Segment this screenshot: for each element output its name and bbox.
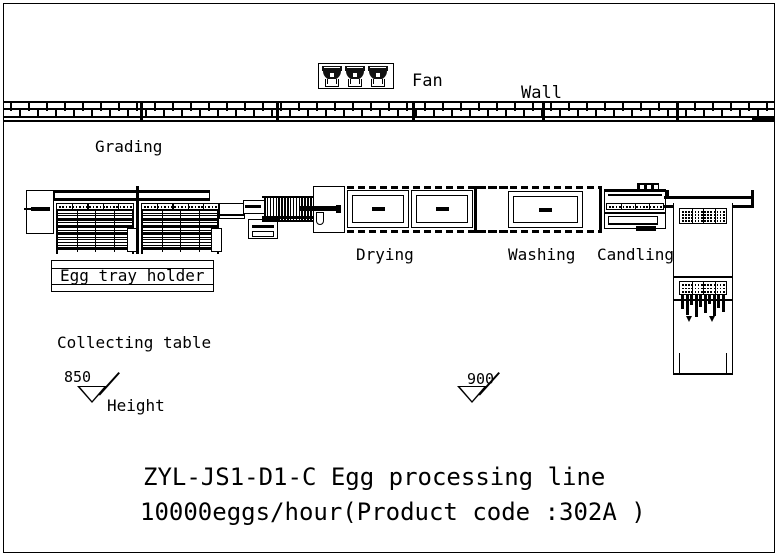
wall-seam — [676, 101, 679, 122]
label-wall: Wall — [521, 83, 562, 103]
label-candling: Candling — [597, 245, 675, 264]
height-value-left: 850 — [64, 368, 92, 386]
candling-lamp — [654, 184, 658, 189]
comb-belt — [262, 216, 314, 219]
egg-tray-stack — [143, 210, 217, 252]
washing-chamber — [508, 191, 583, 228]
label-fan: Fan — [412, 71, 443, 91]
grading-center-divider — [136, 186, 139, 254]
tray-post — [56, 210, 58, 254]
label-grading: Grading — [95, 137, 163, 156]
collecting-table-hangers — [681, 295, 725, 317]
machine-top-rail — [314, 186, 514, 189]
drying-inlet-hook — [316, 212, 324, 225]
transfer-block — [219, 203, 245, 219]
grading-cabinet-arm — [24, 208, 33, 210]
fan-icon — [345, 66, 365, 87]
height-triangle-icon — [457, 386, 487, 403]
grading-conveyor-band — [56, 203, 134, 210]
machine-bottom-rail — [314, 230, 514, 233]
title-line-1: ZYL-JS1-D1-C Egg processing line — [143, 463, 606, 491]
height-value-right: 900 — [467, 370, 495, 388]
drying-chamber — [411, 190, 473, 228]
label-height: Height — [107, 396, 165, 415]
flow-arrow-icon — [709, 316, 715, 322]
candling-top-plate — [604, 189, 666, 192]
collecting-table-band-lower — [679, 281, 727, 295]
collecting-table-foot — [673, 373, 733, 375]
comb-bottom-rail — [262, 220, 314, 222]
grading-top-rail — [54, 190, 210, 192]
transfer-line — [219, 214, 245, 216]
infeed-lower-slot — [252, 225, 274, 228]
flow-arrow-icon — [686, 316, 692, 322]
fan-assembly — [318, 63, 394, 89]
collecting-table-divider — [673, 276, 733, 278]
wall-seam — [542, 101, 545, 122]
label-drying: Drying — [356, 245, 414, 264]
collecting-table-divider-2 — [673, 299, 733, 301]
washing-bottom-rail — [477, 230, 601, 233]
washing-top-rail — [477, 186, 601, 189]
wall-end-stub — [752, 118, 774, 120]
candling-rail — [608, 194, 662, 196]
drying-inlet-belt — [300, 206, 340, 211]
egg-tray-holder-box — [51, 260, 214, 292]
discharge-rail-upper — [664, 196, 754, 199]
wall-seam — [412, 101, 415, 122]
grading-top-frame — [54, 192, 210, 199]
infeed-lower-frame — [252, 231, 274, 237]
collecting-table-band-upper — [679, 208, 727, 224]
section-divider — [474, 186, 477, 233]
wall-structure — [4, 101, 774, 122]
fan-icon — [368, 66, 388, 87]
drying-chamber — [347, 190, 409, 228]
wall-brick-row-lower — [4, 110, 774, 118]
wall-seam — [140, 101, 143, 122]
tray-post — [141, 210, 143, 254]
chamber-handle — [539, 207, 552, 212]
chamber-handle — [371, 207, 385, 211]
candling-inspection-band — [606, 203, 664, 210]
chamber-handle — [435, 207, 449, 211]
drying-inlet-roller — [336, 205, 341, 213]
label-collecting-table: Collecting table — [57, 333, 212, 352]
candling-lower-rail — [604, 212, 666, 214]
wall-bottom-line — [4, 120, 774, 122]
fan-icon — [322, 66, 342, 87]
wall-brick-row-upper — [4, 103, 774, 111]
grading-conveyor-band — [141, 203, 219, 210]
label-washing: Washing — [508, 245, 576, 264]
drawing-border — [3, 3, 775, 553]
label-egg-tray-holder: Egg tray holder — [60, 266, 205, 285]
candling-lamp — [647, 184, 651, 189]
collecting-table-base — [679, 353, 727, 375]
section-divider — [599, 186, 602, 233]
grading-cabinet-slot — [31, 207, 50, 211]
comb-top-rail — [262, 196, 314, 198]
title-line-2: 10000eggs/hour(Product code :302A ) — [140, 498, 646, 526]
wall-mid-line-lower — [4, 116, 774, 118]
egg-tray-stack — [58, 210, 132, 252]
wall-seam — [276, 101, 279, 122]
candling-base-line — [608, 223, 658, 225]
grading-end-cabinet — [26, 190, 54, 234]
wall-top-line — [4, 101, 774, 103]
candling-foot — [636, 226, 656, 231]
height-triangle-icon — [77, 386, 107, 403]
grading-side-box — [211, 228, 222, 252]
discharge-end-post — [751, 190, 754, 208]
infeed-slot — [245, 205, 261, 208]
discharge-post — [666, 190, 669, 198]
grading-side-box — [127, 228, 137, 252]
candling-lamp — [640, 184, 644, 189]
grading-rail-2 — [54, 199, 210, 201]
